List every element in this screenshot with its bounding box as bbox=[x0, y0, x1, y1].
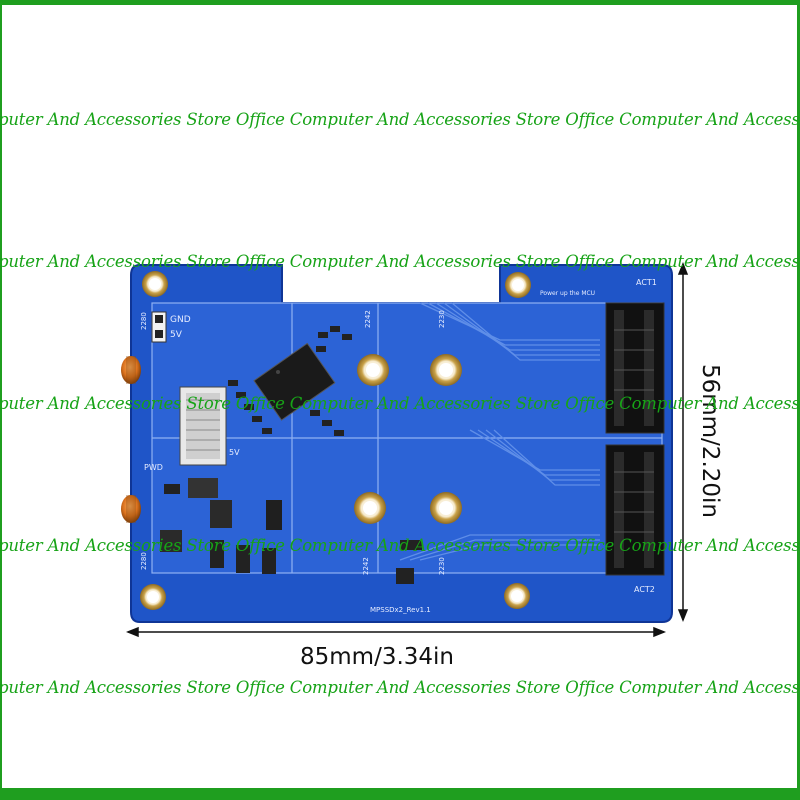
pos-2242-top: 2242 bbox=[364, 310, 372, 328]
power-note-silkscreen: Power up the MCU bbox=[540, 290, 595, 297]
pos-2242-bottom: 2242 bbox=[362, 557, 370, 575]
height-dimension-label: 56mm/2.20in bbox=[697, 363, 723, 518]
fpc-connector bbox=[179, 386, 227, 466]
header-silkscreen: 2280 bbox=[140, 312, 148, 330]
controller-chip bbox=[253, 342, 336, 421]
pwd-silkscreen: PWD bbox=[144, 463, 163, 472]
frame-top-border bbox=[0, 0, 800, 5]
corner-mount-holes bbox=[140, 271, 531, 610]
header-silkscreen-2: 2280 bbox=[140, 552, 148, 570]
act1-silkscreen: ACT1 bbox=[636, 278, 657, 287]
pcb-traces bbox=[399, 302, 600, 561]
width-dimension-line bbox=[125, 626, 667, 638]
revision-silkscreen: MPSSDx2_Rev1.1 bbox=[370, 606, 431, 614]
v5-silkscreen: 5V bbox=[170, 330, 183, 340]
power-pin-header bbox=[151, 311, 167, 343]
left-edge-screws bbox=[121, 356, 141, 523]
m2-slot-2 bbox=[605, 444, 665, 576]
height-dimension-line bbox=[677, 261, 689, 623]
pos-2230-bottom: 2230 bbox=[438, 557, 446, 575]
m2-slot-1 bbox=[605, 302, 665, 434]
m2-standoff-holes bbox=[354, 354, 462, 524]
act2-silkscreen: ACT2 bbox=[634, 585, 655, 594]
v5-silkscreen-2: 5V bbox=[229, 448, 240, 457]
smd-components bbox=[160, 326, 422, 584]
frame-right-border bbox=[797, 0, 800, 800]
pos-2230-top: 2230 bbox=[438, 310, 446, 328]
frame-bottom-border bbox=[0, 788, 800, 800]
width-dimension-label: 85mm/3.34in bbox=[300, 644, 455, 670]
frame-left-border bbox=[0, 0, 2, 800]
gnd-silkscreen: GND bbox=[170, 315, 191, 325]
